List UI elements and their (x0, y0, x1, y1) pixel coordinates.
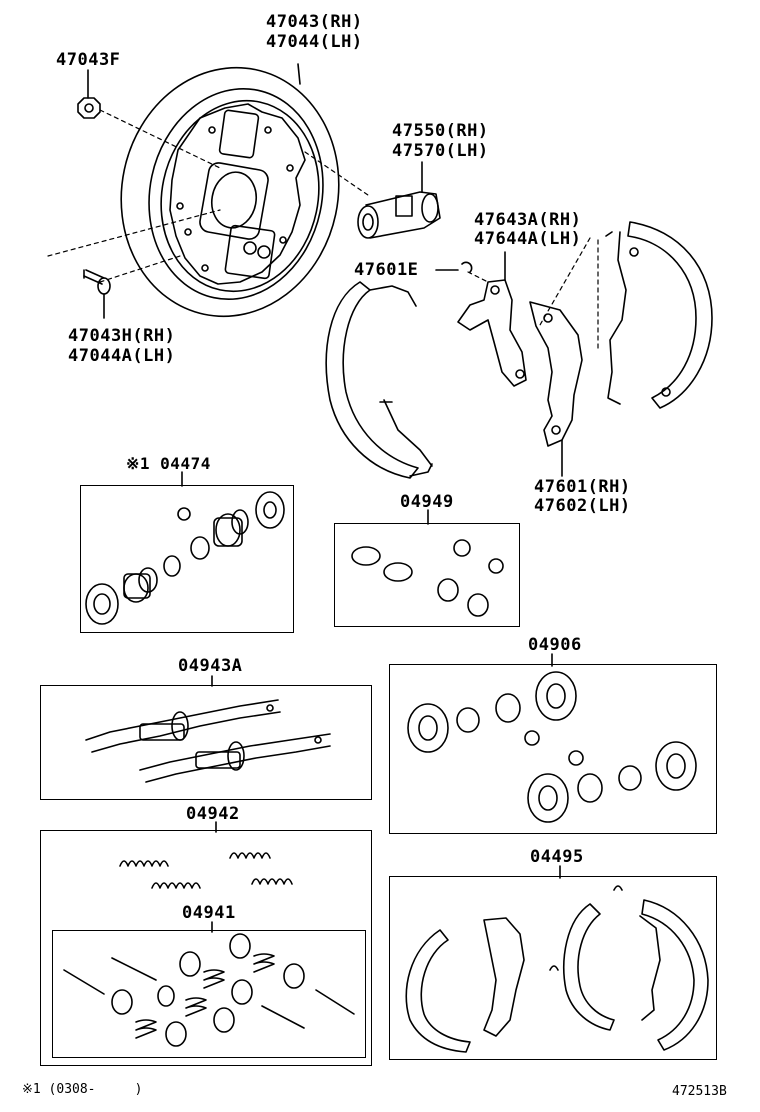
kit-04906-parts (407, 653, 697, 823)
kit-04949-parts (351, 509, 504, 617)
label-drum-lh: 47044(LH) (266, 32, 363, 52)
label-bolt-lh: 47044A(LH) (68, 346, 176, 366)
label-kit-04943A: 04943A (178, 656, 243, 676)
kit-box-04943A (40, 685, 372, 800)
clip-47601E (435, 261, 473, 273)
wheel-cylinder-47550 (357, 161, 441, 239)
kit-box-04495 (389, 876, 717, 1060)
label-kit-04474: ※1 04474 (126, 454, 211, 473)
label-kit-04495: 04495 (530, 847, 584, 867)
label-kit-04942: 04942 (186, 804, 240, 824)
shoe-plate-47601 (529, 301, 583, 477)
label-shoe-lh: 47602(LH) (534, 496, 631, 516)
kit-04942-parts (119, 821, 293, 889)
kit-box-04474 (80, 485, 294, 633)
label-kit-04949: 04949 (400, 492, 454, 512)
brake-drum-assembly (120, 63, 340, 318)
brake-shoe-rear (605, 221, 713, 409)
bolt-47043H (83, 269, 111, 319)
kit-04495-parts (405, 865, 709, 1053)
label-clip: 47601E (354, 260, 419, 280)
dashed-leaders (47, 109, 599, 351)
label-kit-04906: 04906 (528, 635, 582, 655)
kit-box-04941 (52, 930, 366, 1058)
lever-47643A (457, 251, 527, 387)
diagram-id: 472513B (672, 1084, 727, 1099)
kit-box-04949 (334, 523, 520, 627)
label-nut: 47043F (56, 50, 121, 70)
label-kit-04941: 04941 (182, 903, 236, 923)
kit-box-04942 (40, 830, 372, 1066)
label-bolt-rh: 47043H(RH) (68, 326, 176, 346)
label-lever-rh: 47643A(RH) (474, 210, 582, 230)
kit-04943A-parts (85, 675, 331, 783)
kit-04941-parts (63, 921, 355, 1047)
brake-shoe-front (325, 281, 433, 479)
label-lever-lh: 47644A(LH) (474, 229, 582, 249)
footer-note: ※1 (0308- ) (22, 1082, 143, 1097)
nut-47043F (77, 69, 101, 119)
label-cylinder-lh: 47570(LH) (392, 141, 489, 161)
kit-box-04906 (389, 664, 717, 834)
label-shoe-rh: 47601(RH) (534, 477, 631, 497)
label-drum-rh: 47043(RH) (266, 12, 363, 32)
label-cylinder-rh: 47550(RH) (392, 121, 489, 141)
kit-04474-parts (85, 471, 285, 625)
